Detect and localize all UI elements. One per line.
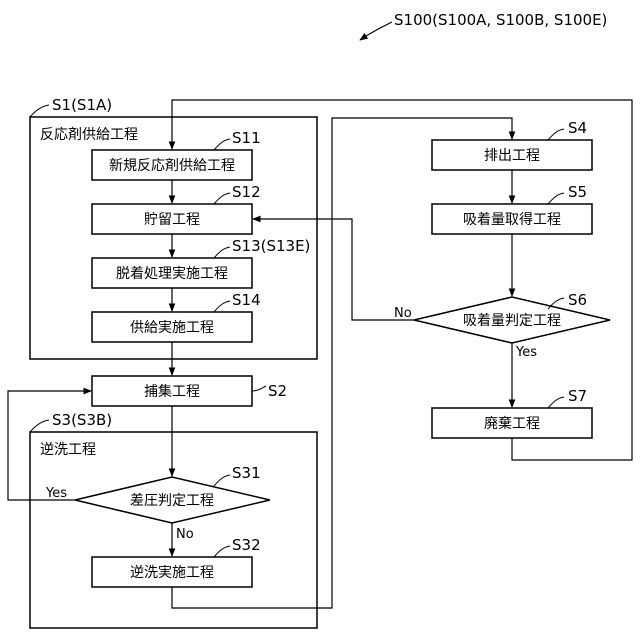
group-s3-id: S3(S3B) [52, 411, 112, 429]
step-s31-label: 差圧判定工程 [130, 493, 214, 509]
step-s31-id: S31 [232, 464, 261, 482]
step-s11-leader [214, 139, 230, 150]
step-s7-label: 廃棄工程 [484, 415, 540, 432]
group-s3-frame [30, 432, 317, 628]
step-s6-label: 吸着量判定工程 [463, 313, 561, 329]
step-s6-id: S6 [568, 291, 587, 309]
step-s13-label: 脱着処理実施工程 [116, 266, 228, 282]
step-s32-label: 逆洗実施工程 [130, 565, 214, 581]
step-s14-label: 供給実施工程 [130, 320, 214, 336]
group-s3-leader [30, 420, 49, 432]
step-s4-id: S4 [568, 119, 587, 137]
step-s5-leader [548, 193, 564, 204]
s31-yes-label: Yes [45, 486, 67, 501]
step-s31-leader [214, 475, 230, 486]
step-s12-leader [214, 193, 230, 204]
step-s2-label: 捕集工程 [144, 383, 200, 400]
step-s11-label: 新規反応剤供給工程 [109, 158, 235, 174]
diagram-title: S100(S100A, S100B, S100E) [394, 11, 607, 29]
group-s1-id: S1(S1A) [52, 96, 112, 114]
step-s2-leader [252, 386, 266, 391]
step-s4-label: 排出工程 [484, 148, 540, 164]
step-s5-id: S5 [568, 183, 587, 201]
arrow-s32-s4 [172, 118, 512, 608]
group-s1-name: 反応剤供給工程 [40, 127, 138, 143]
step-s12-id: S12 [232, 183, 261, 201]
s6-yes-label: Yes [515, 345, 537, 360]
step-s13-leader [214, 247, 230, 258]
step-s4-leader [548, 129, 564, 140]
step-s7-id: S7 [568, 387, 587, 405]
step-s14-leader [214, 301, 230, 312]
step-s7-leader [548, 397, 564, 408]
step-s2-id: S2 [268, 382, 287, 400]
step-s5-label: 吸着量取得工程 [463, 211, 561, 228]
title-pointer-arrow [360, 22, 392, 40]
step-s14-id: S14 [232, 291, 261, 309]
group-s3-name: 逆洗工程 [40, 442, 96, 458]
step-s11-id: S11 [232, 129, 261, 147]
s6-no-label: No [394, 306, 412, 321]
s31-no-label: No [176, 527, 194, 542]
step-s32-id: S32 [232, 536, 261, 554]
step-s13-id: S13(S13E) [232, 237, 310, 255]
group-s1-leader [30, 105, 49, 117]
arrow-s6-no-s12 [253, 219, 414, 320]
step-s32-leader [214, 546, 230, 557]
step-s12-label: 貯留工程 [144, 212, 200, 228]
